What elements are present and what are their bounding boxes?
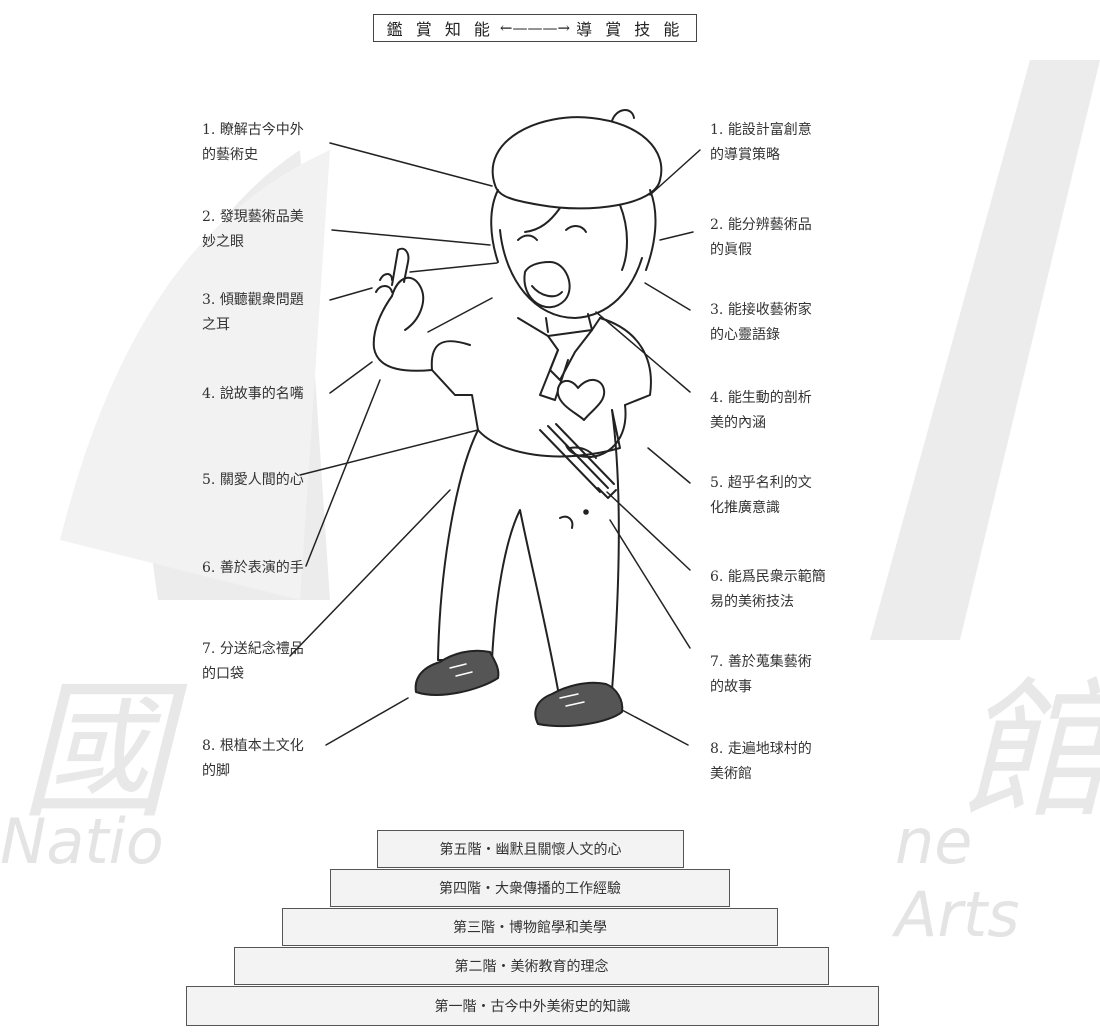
watermark-latin-left: Natio: [0, 805, 164, 878]
step-4: 第四階・大衆傳播的工作經驗: [330, 869, 730, 907]
left-label-3: 3. 傾聽觀衆問題 之耳: [202, 292, 304, 333]
left-label-5: 5. 關愛人間的心: [202, 472, 304, 488]
left-label-6: 6. 善於表演的手: [202, 560, 304, 576]
watermark-cjk-left: 國: [20, 665, 171, 839]
right-callout-lines: [595, 149, 701, 746]
double-arrow-icon: ←———→: [499, 19, 571, 37]
left-label-1: 1. 瞭解古今中外 的藝術史: [202, 122, 304, 163]
right-label-7: 7. 善於蒐集藝術 的故事: [710, 654, 812, 695]
header-left: 鑑 賞 知 能: [386, 20, 494, 39]
step-2: 第二階・美術教育的理念: [234, 947, 829, 985]
left-label-4: 4. 說故事的名嘴: [202, 386, 304, 402]
header-right: 導 賞 技 能: [576, 20, 684, 39]
right-label-8: 8. 走遍地球村的 美術館: [710, 741, 812, 782]
step-5: 第五階・幽默且關懷人文的心: [377, 830, 684, 868]
left-callout-lines: [289, 142, 498, 746]
left-label-8: 8. 根植本土文化 的脚: [202, 738, 304, 779]
right-label-1: 1. 能設計富創意 的導賞策略: [710, 122, 812, 163]
right-label-4: 4. 能生動的剖析 美的內涵: [710, 390, 812, 431]
header-box: 鑑 賞 知 能 ←———→ 導 賞 技 能: [373, 14, 697, 42]
watermark-latin-right: ne Arts: [895, 805, 1020, 951]
left-label-7: 7. 分送紀念禮品 的口袋: [202, 641, 304, 682]
step-3: 第三階・博物館學和美學: [282, 908, 778, 946]
right-label-5: 5. 超乎名利的文 化推廣意識: [710, 475, 812, 516]
right-label-2: 2. 能分辨藝術品 的眞假: [710, 217, 812, 258]
right-label-3: 3. 能接收藝術家 的心靈語錄: [710, 302, 812, 343]
step-1: 第一階・古今中外美術史的知識: [186, 986, 879, 1026]
watermark-cjk-right: 館: [960, 665, 1100, 839]
right-label-6: 6. 能爲民衆示範簡 易的美術技法: [710, 569, 826, 610]
left-label-2: 2. 發現藝術品美 妙之眼: [202, 209, 304, 250]
